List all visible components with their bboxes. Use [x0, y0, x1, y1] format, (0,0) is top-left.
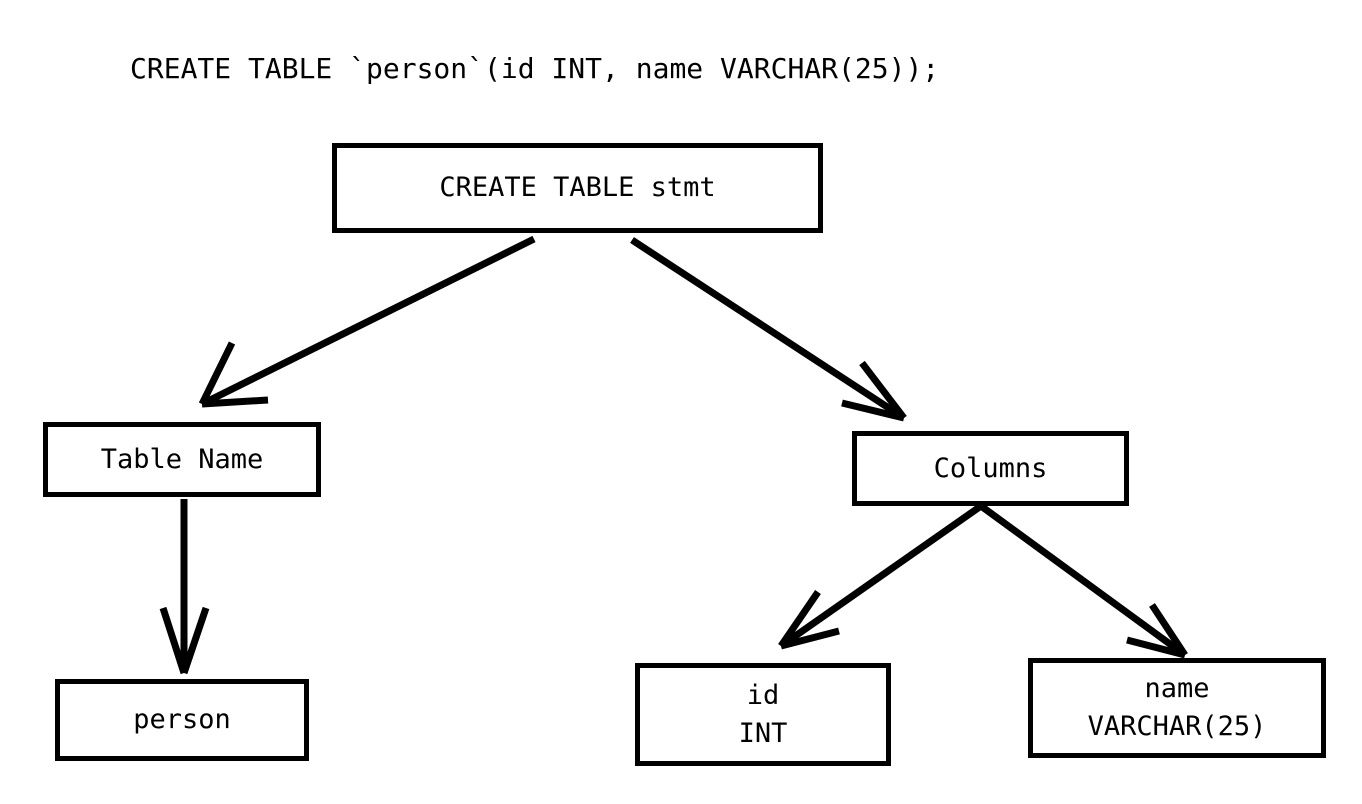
node-root-label: CREATE TABLE stmt [439, 172, 716, 203]
edge-table-name-to-person [159, 499, 210, 675]
node-column-name[interactable]: name VARCHAR(25) [1028, 658, 1326, 758]
node-column-id[interactable]: id INT [635, 663, 891, 766]
node-create-table-stmt[interactable]: CREATE TABLE stmt [332, 143, 823, 233]
node-table-name[interactable]: Table Name [43, 422, 321, 497]
edge-root-to-columns [630, 237, 907, 422]
node-table-name-label: Table Name [100, 443, 264, 475]
node-column-id-name: id [746, 679, 780, 711]
node-person[interactable]: person [55, 679, 309, 761]
node-column-id-type: INT [738, 717, 788, 749]
node-columns[interactable]: Columns [852, 431, 1129, 506]
edge-columns-to-col-name [978, 503, 1188, 659]
node-columns-label: Columns [933, 452, 1048, 484]
node-column-name-type: VARCHAR(25) [1087, 711, 1267, 742]
sql-statement-caption: CREATE TABLE `person`(id INT, name VARCH… [130, 52, 940, 85]
edge-columns-to-col-id [778, 503, 984, 650]
node-column-name-name: name [1144, 673, 1210, 704]
edge-root-to-table-name [198, 235, 536, 408]
node-person-label: person [133, 704, 231, 735]
